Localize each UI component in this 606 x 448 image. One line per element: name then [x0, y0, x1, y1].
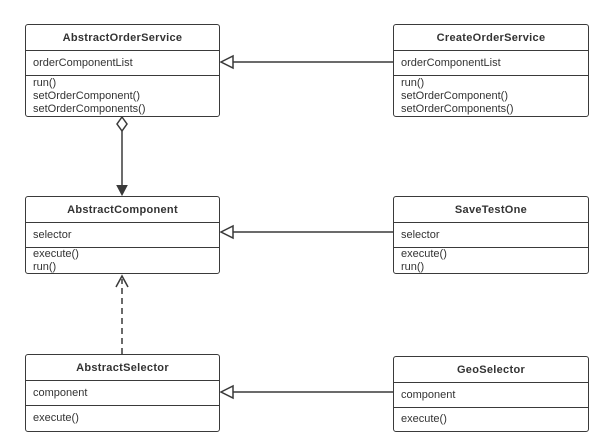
hollow-triangle-arrowhead-icon	[219, 224, 234, 240]
class-methods: execute()	[26, 406, 219, 431]
method: run()	[401, 76, 425, 89]
method: execute()	[401, 248, 447, 260]
method: setOrderComponents()	[33, 102, 146, 115]
attribute: selector	[401, 228, 440, 241]
class-box-abstract-selector[interactable]: AbstractSelector component execute()	[25, 354, 220, 432]
class-box-save-test-one[interactable]: SaveTestOne selector execute() run()	[393, 196, 589, 274]
attribute: orderComponentList	[401, 56, 501, 69]
class-attributes: component	[26, 381, 219, 406]
class-attributes: orderComponentList	[26, 51, 219, 76]
class-methods: execute() run()	[394, 248, 588, 274]
class-attributes: selector	[394, 223, 588, 248]
class-methods: run() setOrderComponent() setOrderCompon…	[394, 76, 588, 116]
method: execute()	[33, 248, 79, 260]
class-attributes: selector	[26, 223, 219, 248]
class-methods: execute() run()	[26, 248, 219, 274]
attribute: component	[33, 386, 88, 399]
class-title: CreateOrderService	[394, 25, 588, 51]
attribute: component	[401, 388, 456, 401]
edge-generalization-geoselector-abstractselector[interactable]	[219, 384, 393, 400]
attribute: orderComponentList	[33, 56, 133, 69]
class-title: AbstractOrderService	[26, 25, 219, 51]
hollow-diamond-icon	[116, 115, 128, 133]
class-title: SaveTestOne	[394, 197, 588, 223]
filled-triangle-arrowhead-icon	[116, 185, 128, 197]
hollow-triangle-arrowhead-icon	[219, 384, 234, 400]
attribute: selector	[33, 228, 72, 241]
hollow-triangle-arrowhead-icon	[219, 54, 234, 70]
method: setOrderComponents()	[401, 102, 514, 115]
class-attributes: orderComponentList	[394, 51, 588, 76]
edge-dependency-abstractselector-abstractcomponent[interactable]	[115, 274, 129, 354]
class-box-create-order-service[interactable]: CreateOrderService orderComponentList ru…	[393, 24, 589, 117]
method: execute()	[33, 412, 79, 424]
edge-generalization-createorderservice-abstractorderservice[interactable]	[219, 54, 393, 70]
class-attributes: component	[394, 383, 588, 408]
class-box-geo-selector[interactable]: GeoSelector component execute()	[393, 356, 589, 432]
method: setOrderComponent()	[401, 89, 508, 102]
edge-generalization-savetestone-abstractcomponent[interactable]	[219, 224, 393, 240]
method: run()	[33, 76, 57, 89]
class-title: AbstractComponent	[26, 197, 219, 223]
method: run()	[33, 261, 57, 273]
method: run()	[401, 261, 425, 273]
class-title: GeoSelector	[394, 357, 588, 383]
class-box-abstract-component[interactable]: AbstractComponent selector execute() run…	[25, 196, 220, 274]
class-methods: run() setOrderComponent() setOrderCompon…	[26, 76, 219, 116]
class-box-abstract-order-service[interactable]: AbstractOrderService orderComponentList …	[25, 24, 220, 117]
class-methods: execute()	[394, 408, 588, 431]
method: execute()	[401, 413, 447, 425]
method: setOrderComponent()	[33, 89, 140, 102]
edge-aggregation-abstractorderservice-abstractcomponent[interactable]	[116, 115, 128, 197]
class-title: AbstractSelector	[26, 355, 219, 381]
open-arrowhead-icon	[115, 274, 129, 288]
